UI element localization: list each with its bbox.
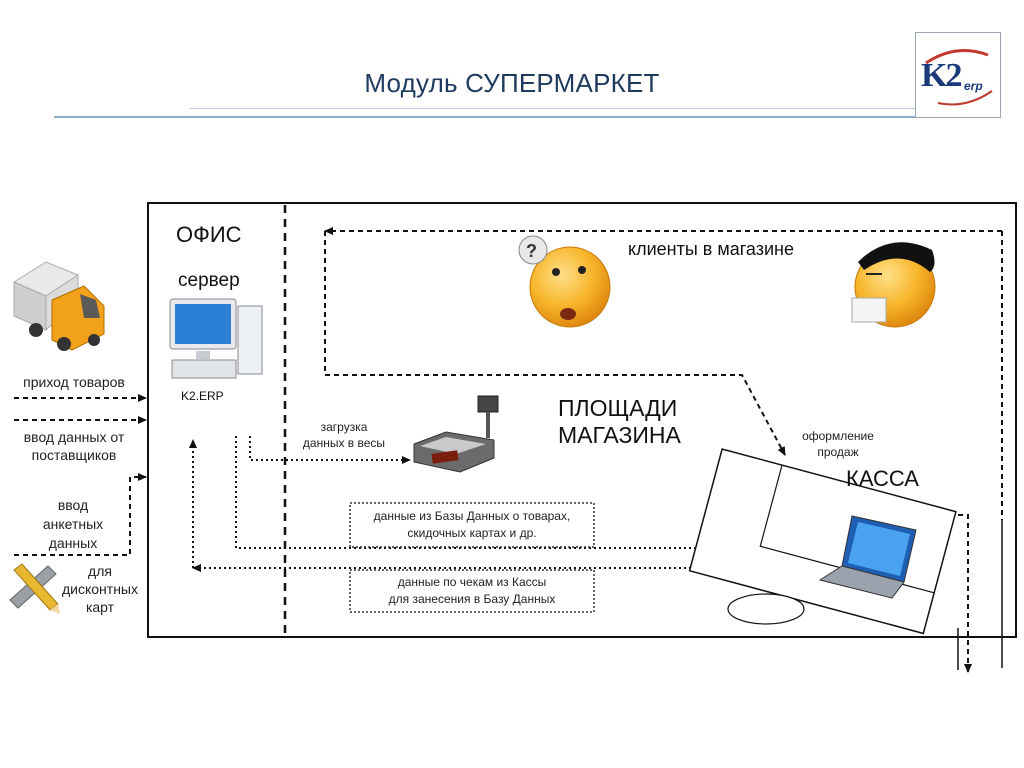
supplier-data-label-line1: ввод данных от bbox=[23, 429, 125, 445]
db-to-pos-label-line1: данные из Базы Данных о товарах, bbox=[373, 509, 571, 523]
scale-upload-label-line2: данных в весы bbox=[302, 436, 386, 450]
goods-receipt-label: приход товаров bbox=[23, 374, 125, 390]
logo-swoosh-icon bbox=[925, 49, 993, 106]
checkout-ellipse bbox=[727, 593, 805, 625]
svg-text:?: ? bbox=[526, 241, 537, 261]
store-floor-label-line1: ПЛОЩАДИ bbox=[558, 395, 678, 421]
survey-label-line1: ввод bbox=[57, 497, 89, 513]
customers-label: клиенты в магазине bbox=[628, 239, 794, 259]
logo-erp-text: erp bbox=[964, 79, 983, 93]
pos-to-db-box bbox=[349, 569, 595, 613]
supplier-data-label-line2: поставщиков bbox=[31, 447, 117, 463]
db-to-pos-label-line2: скидочных картах и др. bbox=[407, 526, 537, 540]
scale-upload-arrow bbox=[249, 436, 411, 464]
server-computer-icon bbox=[169, 298, 263, 379]
server-name: K2.ERP bbox=[181, 389, 224, 403]
scale-icon bbox=[413, 395, 499, 473]
sales-label-line1: оформление bbox=[802, 429, 874, 443]
db-to-pos-box bbox=[349, 502, 595, 548]
survey-data-arrow bbox=[14, 473, 147, 556]
cards-label-line2: дисконтных bbox=[62, 581, 138, 597]
survey-label-line2: анкетных bbox=[42, 516, 104, 532]
server-label: сервер bbox=[178, 270, 240, 291]
laptop-icon bbox=[818, 515, 917, 599]
checkout-label: КАССА bbox=[846, 466, 919, 491]
customer-thinking-icon bbox=[851, 242, 936, 328]
pencil-ruler-icon bbox=[9, 563, 60, 614]
diagram-frame bbox=[147, 202, 1017, 638]
k2-erp-logo: K2 erp bbox=[915, 32, 1001, 118]
cards-label-line1: для bbox=[88, 563, 112, 579]
cards-label-line3: карт bbox=[85, 599, 115, 615]
scale-upload-label-line1: загрузка bbox=[320, 420, 368, 434]
page-title: Модуль СУПЕРМАРКЕТ bbox=[364, 68, 660, 98]
title-divider bbox=[54, 116, 1000, 118]
db-to-pos-arrow bbox=[235, 436, 847, 552]
truck-icon bbox=[12, 261, 105, 351]
confused-customer-icon: ? bbox=[518, 235, 611, 328]
pos-to-db-label-line2: для занесения в Базу Данных bbox=[388, 592, 556, 606]
store-floor-label-line2: МАГАЗИНА bbox=[558, 422, 681, 448]
title-divider-thin bbox=[190, 108, 918, 109]
office-label: ОФИС bbox=[176, 222, 242, 247]
survey-label-line3: данных bbox=[48, 535, 98, 551]
sales-label-line2: продаж bbox=[817, 445, 859, 459]
pos-to-db-label-line1: данные по чекам из Кассы bbox=[397, 575, 547, 589]
logo-k2-text: K2 bbox=[921, 57, 962, 94]
